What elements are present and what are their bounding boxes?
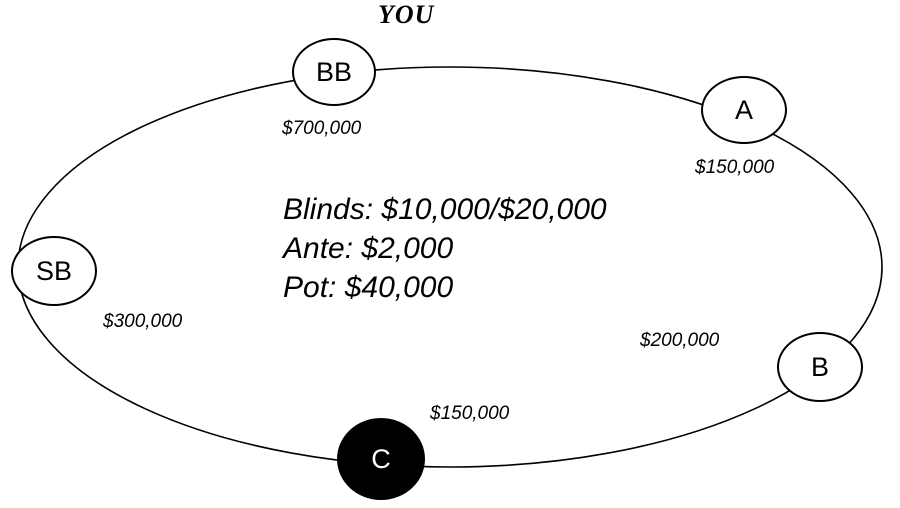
- seat-a-label: A: [734, 94, 753, 125]
- pot-text: Pot: $40,000: [283, 271, 454, 304]
- table-info: Blinds: $10,000/$20,000 Ante: $2,000 Pot…: [283, 190, 607, 307]
- seat-sb-chips: $300,000: [103, 311, 183, 332]
- seat-b: B: [777, 332, 863, 402]
- seat-sb: SB: [11, 236, 97, 306]
- seat-bb-chips: $700,000: [282, 118, 362, 139]
- seat-a: A: [701, 76, 787, 144]
- seat-sb-label: SB: [35, 255, 73, 286]
- ante-text: Ante: $2,000: [283, 232, 454, 265]
- seat-b-chips: $200,000: [640, 330, 720, 351]
- seat-c: C: [337, 418, 425, 500]
- seat-bb: BB: [292, 38, 376, 106]
- you-label: YOU: [378, 0, 435, 29]
- seat-a-chips: $150,000: [695, 157, 775, 178]
- seat-c-label: C: [371, 443, 391, 474]
- seat-bb-label: BB: [315, 56, 353, 87]
- blinds-text: Blinds: $10,000/$20,000: [283, 193, 607, 226]
- seat-c-chips: $150,000: [430, 403, 510, 424]
- seat-b-label: B: [810, 351, 829, 382]
